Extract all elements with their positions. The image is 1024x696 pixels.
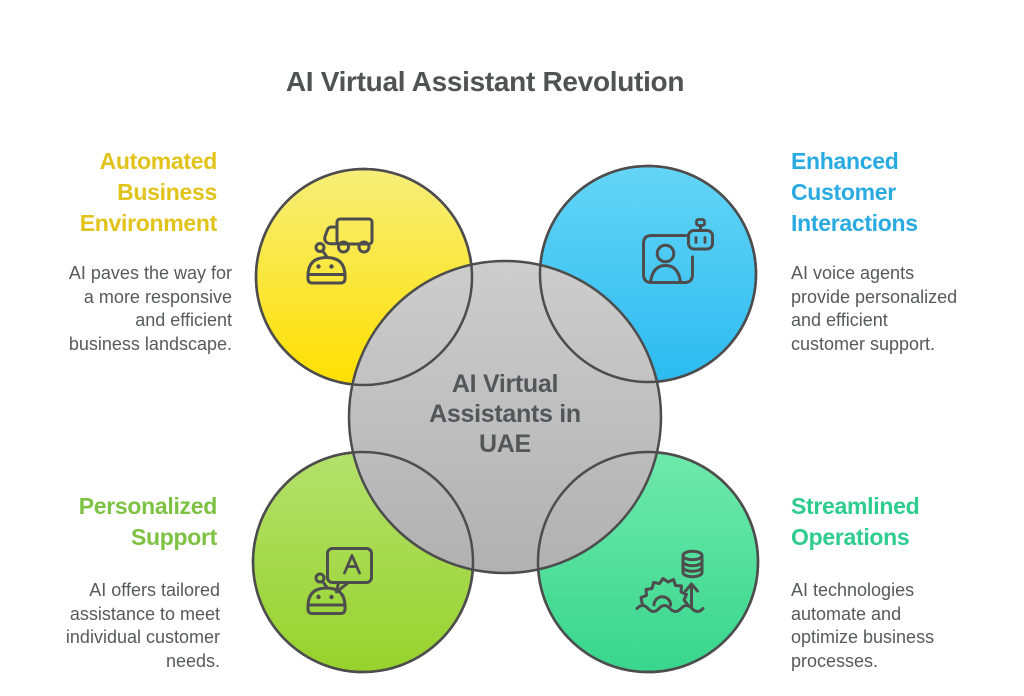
circle-personalized-support-ring [251,450,475,674]
robot-truck-icon [306,217,374,285]
section-heading-enhanced-customer-interactions: Enhanced Customer Interactions [791,148,918,236]
section-description-personalized-support: AI offers tailored assistance to meet in… [65,580,220,671]
circle-enhanced-customer-ring [538,164,758,384]
section-description-streamlined-operations: AI technologies automate and optimize bu… [791,580,935,671]
section-heading-personalized-support: Personalized Support [78,493,218,550]
center-circle-label: AI Virtual Assistants in UAE [429,370,581,458]
section-heading-streamlined-operations: Streamlined Operations [791,493,920,550]
portrait-robot-icon [642,218,714,284]
center-circle [347,259,663,575]
section-heading-automated-business-environment: Automated Business Environment [79,148,218,236]
robot-chat-bubble-icon [306,547,373,615]
section-description-automated-business-environment: AI paves the way for a more responsive a… [68,263,232,354]
section-description-enhanced-customer-interactions: AI voice agents provide personalized and… [791,263,958,354]
gear-database-arrow-icon [635,549,705,613]
circle-streamlined-operations-ring [536,450,760,674]
page-title: AI Virtual Assistant Revolution [285,66,685,97]
circle-automated-business-ring [254,167,474,387]
